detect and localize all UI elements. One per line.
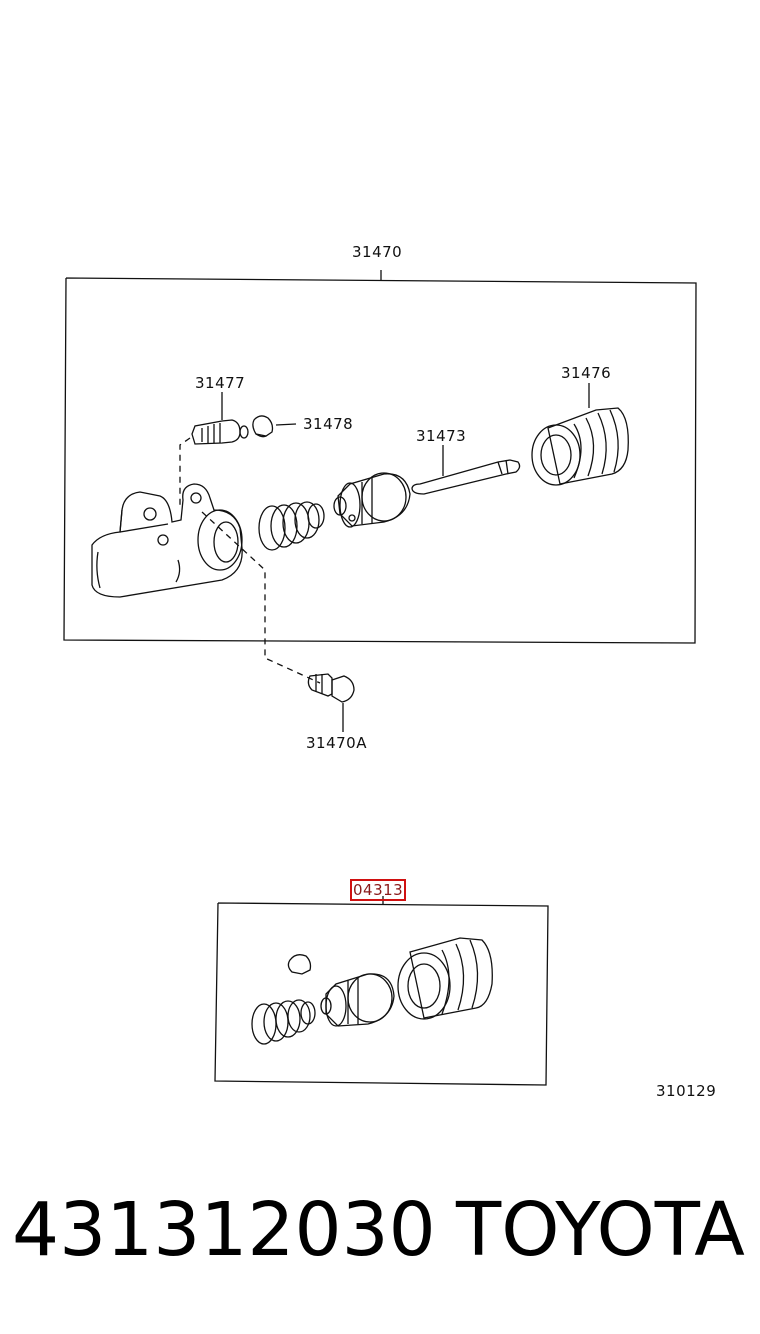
label-kit-04313[interactable]: 04313 bbox=[350, 879, 407, 901]
piston bbox=[333, 472, 411, 528]
bolt bbox=[307, 673, 355, 732]
label-bleeder-plug: 31477 bbox=[195, 374, 246, 392]
kit-piston bbox=[320, 973, 395, 1027]
dashed-guides bbox=[179, 437, 321, 684]
footer-brand: TOYOTA bbox=[456, 1187, 745, 1273]
boot bbox=[531, 407, 629, 486]
assembly-frame bbox=[63, 270, 697, 644]
footer-part-number: 431312030 bbox=[12, 1187, 436, 1273]
label-push-rod: 31473 bbox=[416, 427, 467, 445]
label-boot: 31476 bbox=[561, 364, 612, 382]
label-assembly-31470: 31470 bbox=[352, 243, 403, 261]
label-bleeder-cap: 31478 bbox=[303, 415, 354, 433]
drawing-code: 310129 bbox=[656, 1082, 717, 1100]
bleeder-cap bbox=[252, 415, 297, 438]
spring bbox=[258, 501, 325, 551]
kit-spring bbox=[251, 999, 316, 1045]
cylinder-body bbox=[91, 483, 243, 598]
kit-bleeder-cap bbox=[287, 954, 312, 975]
kit-boot bbox=[397, 937, 493, 1020]
push-rod bbox=[411, 459, 521, 495]
kit-frame bbox=[214, 896, 549, 1086]
label-bolt: 31470A bbox=[306, 734, 367, 752]
bleeder-plug bbox=[191, 419, 249, 445]
